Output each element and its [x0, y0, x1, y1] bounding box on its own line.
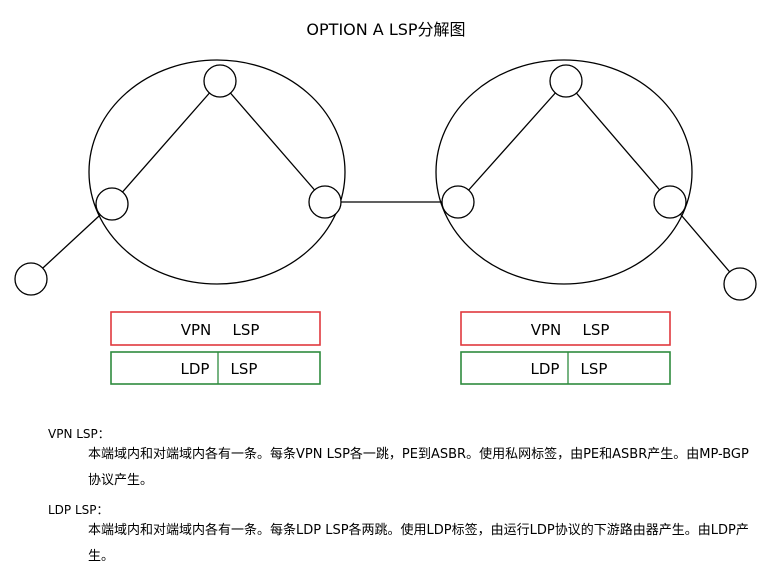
link-pe-ce-right [669, 201, 741, 285]
left-ldp-lsp-box [110, 351, 321, 385]
left-vpn-lsp-label: LSP [233, 321, 260, 339]
right-vpn-lsp-box [460, 311, 671, 346]
diagram-title: OPTION A LSP分解图 [306, 20, 466, 39]
link-p-asbr-left [219, 80, 326, 203]
ldp-lsp-note-heading: LDP LSP： [48, 503, 109, 517]
p-right-node [549, 64, 583, 98]
vpn-lsp-note-heading: VPN LSP： [48, 427, 110, 441]
right-ldp-lsp-box [460, 351, 671, 385]
link-asbr-p-right [457, 80, 567, 203]
right-ldp-label: LDP [531, 360, 560, 378]
ce-left-node [14, 262, 48, 296]
right-ldp-lsp-label: LSP [581, 360, 608, 378]
p-left-node [203, 64, 237, 98]
left-as-domain [88, 59, 346, 285]
left-ldp-lsp-label: LSP [231, 360, 258, 378]
pe-left-node [95, 187, 129, 221]
asbr-right-node [441, 185, 475, 219]
ldp-lsp-note-text: 本端域内和对端域内各有一条。每条LDP LSP各两跳。使用LDP标签，由运行LD… [88, 523, 749, 564]
vpn-lsp-note-text: 本端域内和对端域内各有一条。每条VPN LSP各一跳，PE到ASBR。使用私网标… [88, 447, 749, 488]
link-ce-left-pe [30, 203, 113, 280]
asbr-left-node [308, 185, 342, 219]
right-vpn-lsp-label: LSP [583, 321, 610, 339]
right-vpn-label: VPN [531, 321, 562, 339]
left-vpn-lsp-box [110, 311, 321, 346]
link-pe-p-left [111, 80, 221, 205]
left-ldp-label: LDP [181, 360, 210, 378]
left-vpn-label: VPN [181, 321, 212, 339]
ce-right-node [723, 267, 757, 301]
pe-right-node [653, 185, 687, 219]
right-as-domain [435, 59, 693, 285]
link-p-pe-right [565, 80, 671, 203]
